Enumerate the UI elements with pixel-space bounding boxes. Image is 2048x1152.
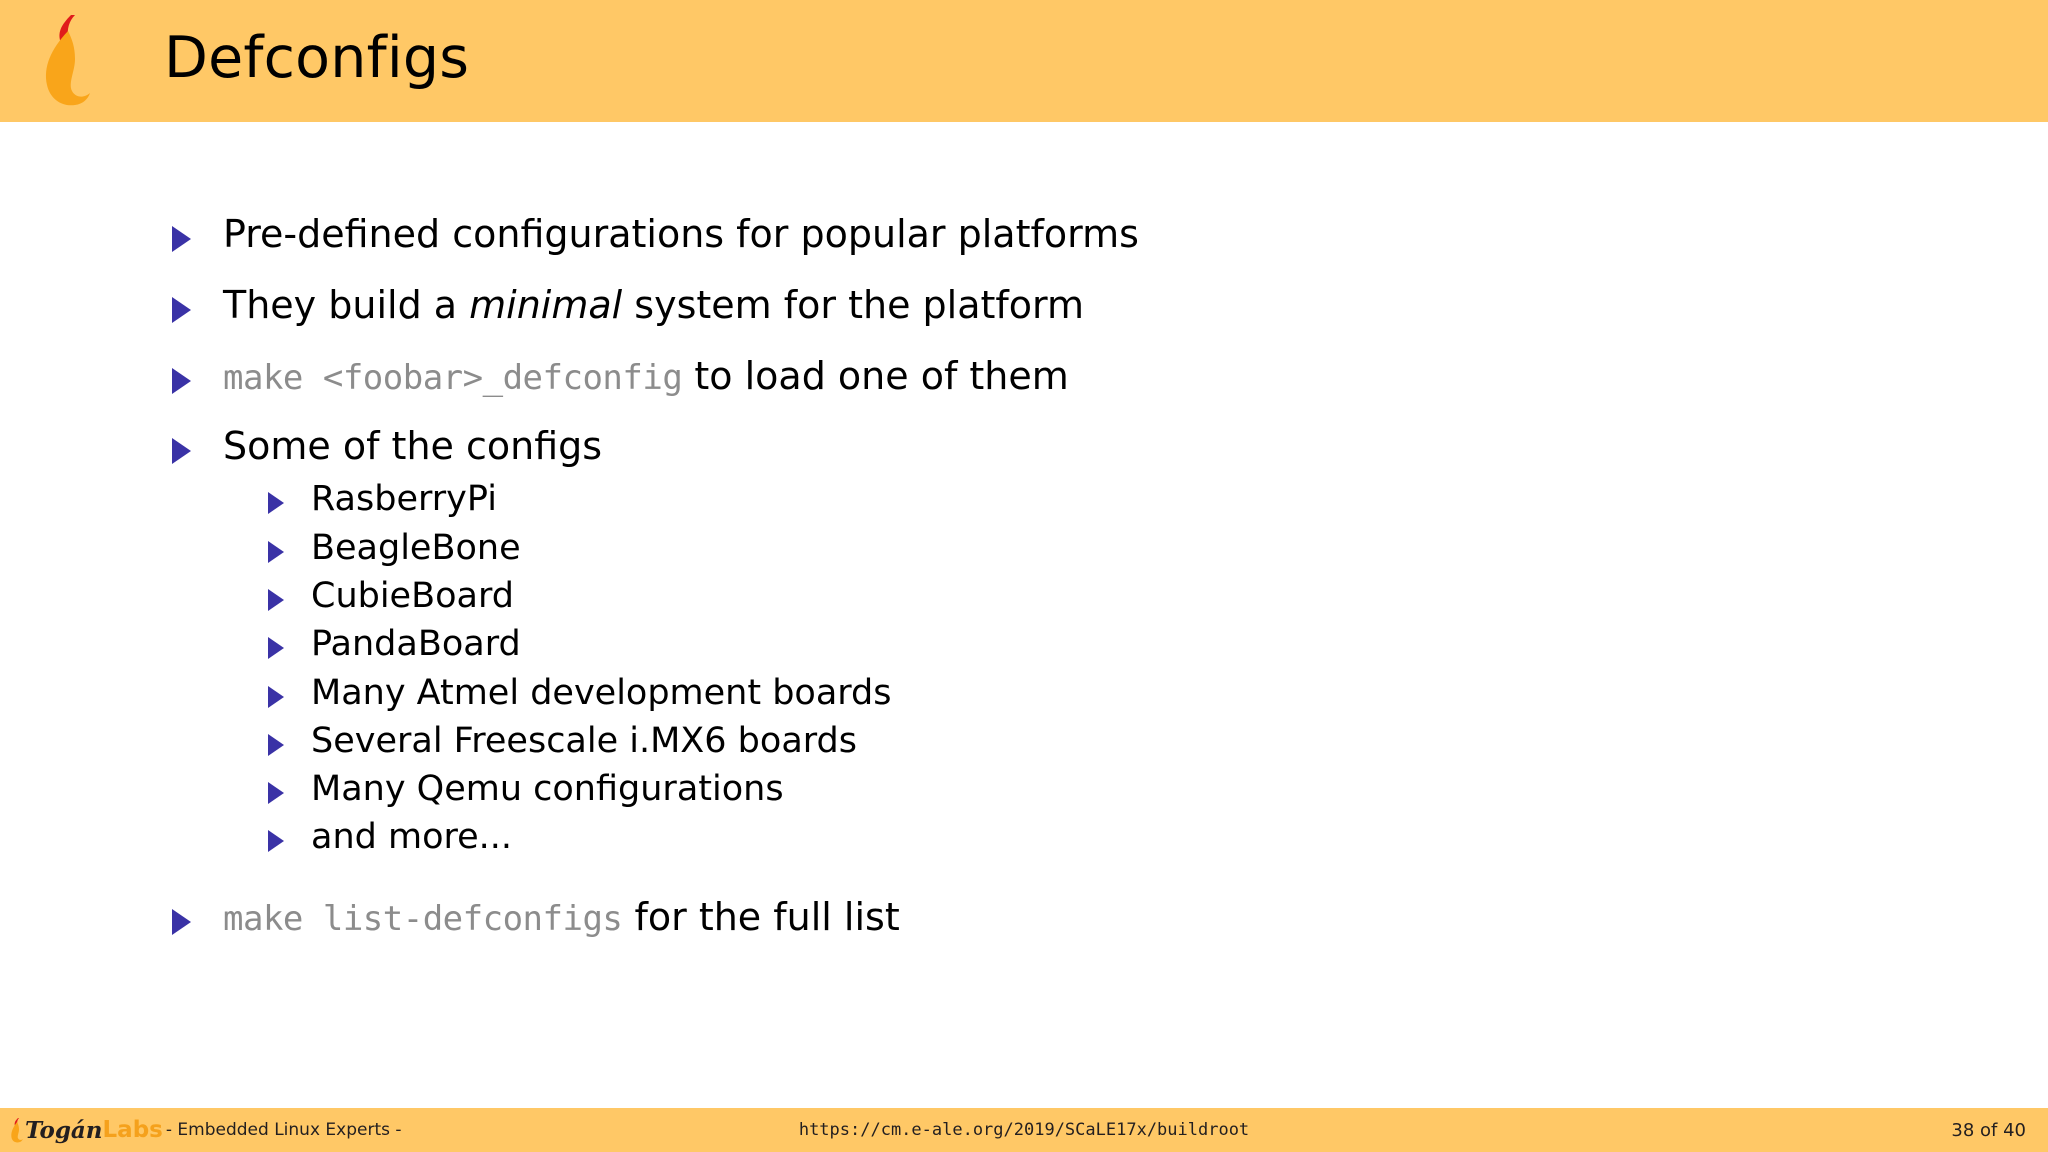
bullet-triangle-icon	[268, 830, 284, 853]
bullet-triangle-icon	[172, 438, 191, 465]
bullet-triangle-icon	[268, 540, 284, 563]
list-item-label: RasberryPi	[311, 479, 497, 520]
list-item: Pre-defined configurations for popular p…	[172, 212, 2048, 257]
bullet-triangle-icon	[172, 296, 191, 323]
code-text: make list-defconfigs	[223, 898, 623, 939]
flame-icon	[10, 1117, 24, 1143]
sub-bullet-list: RasberryPi BeagleBone CubieBoard PandaBo…	[0, 479, 2048, 858]
list-item-label: Many Atmel development boards	[311, 672, 892, 713]
list-item: Some of the configs	[172, 424, 2048, 469]
list-item-label: PandaBoard	[311, 624, 521, 665]
slide-body: Pre-defined configurations for popular p…	[0, 122, 2048, 1102]
bullet-triangle-icon	[268, 685, 284, 708]
list-item-label: make list-defconfigs for the full list	[223, 894, 900, 939]
list-item-label: CubieBoard	[311, 575, 514, 616]
page-title: Defconfigs	[164, 24, 470, 91]
slide-header: Defconfigs	[0, 0, 2048, 122]
list-item: CubieBoard	[268, 576, 2048, 617]
bullet-triangle-icon	[268, 637, 284, 660]
list-item-label: and more...	[311, 817, 513, 858]
list-item-label: Several Freescale i.MX6 boards	[311, 720, 857, 761]
list-item: RasberryPi	[268, 479, 2048, 520]
footer-tagline: - Embedded Linux Experts -	[165, 1120, 402, 1140]
bullet-triangle-icon	[268, 782, 284, 805]
list-item: make list-defconfigs for the full list	[172, 895, 2048, 940]
spacer	[0, 881, 2048, 895]
list-item-label: make <foobar>_defconfig to load one of t…	[223, 353, 1069, 398]
list-item: PandaBoard	[268, 624, 2048, 665]
bullet-triangle-icon	[172, 226, 191, 252]
code-text: make <foobar>_defconfig	[223, 357, 683, 398]
list-item-label: They build a minimal system for the plat…	[223, 282, 1084, 327]
page-number: 38 of 40	[1951, 1119, 2026, 1141]
bullet-triangle-icon	[268, 588, 284, 611]
brand-secondary: Labs	[102, 1116, 163, 1143]
list-item-label: Many Qemu configurations	[311, 769, 784, 810]
list-item: They build a minimal system for the plat…	[172, 283, 2048, 328]
list-item: Many Atmel development boards	[268, 673, 2048, 714]
flame-icon	[18, 6, 114, 116]
bullet-triangle-icon	[268, 492, 284, 515]
list-item: Several Freescale i.MX6 boards	[268, 721, 2048, 762]
list-item: make <foobar>_defconfig to load one of t…	[172, 354, 2048, 399]
list-item: BeagleBone	[268, 528, 2048, 569]
list-item-label: Some of the configs	[223, 424, 603, 469]
emphasis-text: minimal	[469, 282, 623, 327]
bullet-list: Pre-defined configurations for popular p…	[0, 212, 2048, 966]
list-item: and more...	[268, 817, 2048, 858]
bullet-triangle-icon	[268, 733, 284, 756]
bullet-triangle-icon	[172, 908, 191, 935]
list-item: Many Qemu configurations	[268, 769, 2048, 810]
bullet-triangle-icon	[172, 367, 191, 394]
list-item-label: Pre-defined configurations for popular p…	[223, 212, 1139, 256]
list-item-label: BeagleBone	[311, 527, 521, 568]
brand-primary: Togán	[25, 1116, 103, 1144]
